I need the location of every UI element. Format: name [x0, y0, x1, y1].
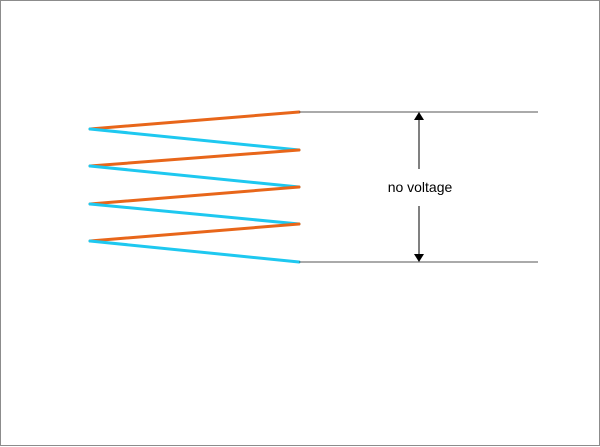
spring-segment-orange — [88, 110, 301, 131]
no-voltage-label: no voltage — [388, 179, 453, 195]
spring-segment-cyan — [88, 127, 301, 152]
spring — [88, 110, 301, 264]
spring-segment-orange — [88, 185, 301, 206]
spring-segment-cyan — [88, 164, 301, 189]
spring-segment-cyan — [88, 202, 301, 226]
spring-segment-orange — [88, 222, 301, 243]
spring-segment-orange — [88, 148, 301, 168]
spring-segment-cyan — [88, 239, 301, 264]
